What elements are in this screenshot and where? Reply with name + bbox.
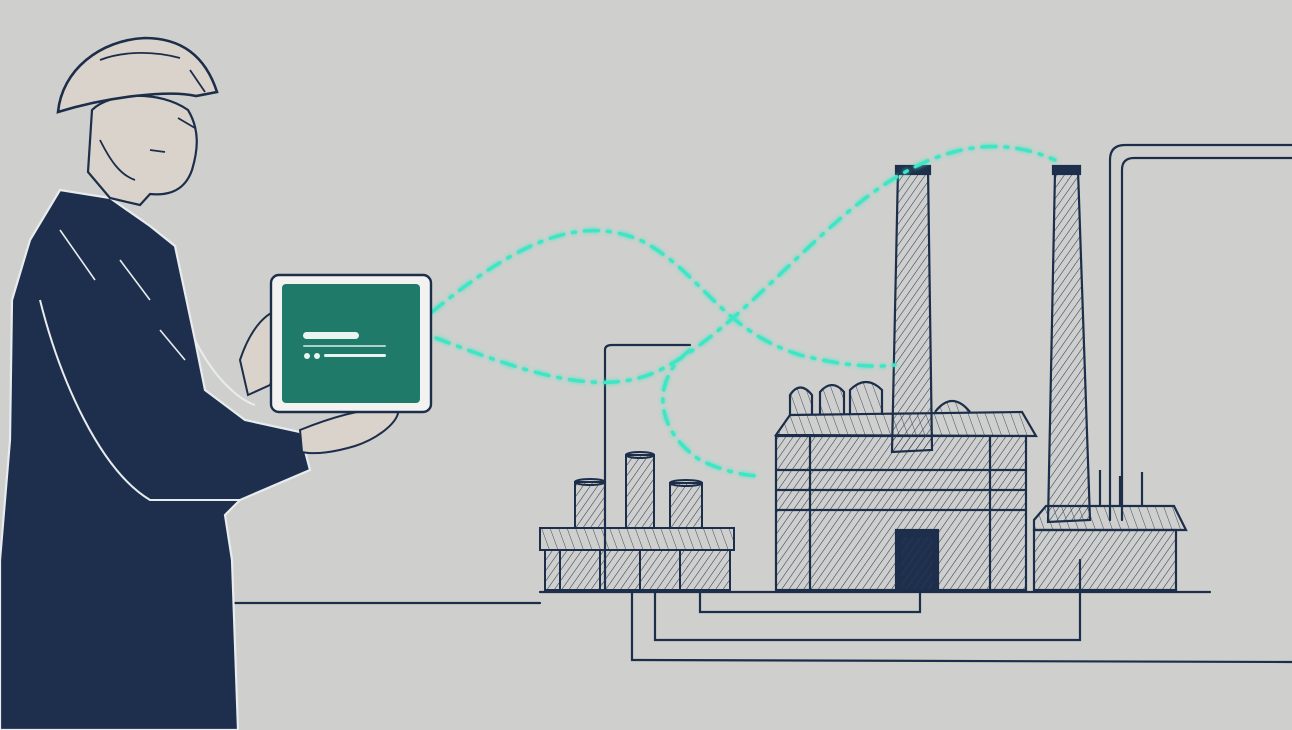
tablet-ui-dot (304, 353, 310, 359)
storage-tanks (539, 451, 735, 591)
hand-bottom (298, 407, 400, 455)
tablet-screen (282, 284, 420, 403)
wifi-data-stream (430, 144, 1057, 478)
worker-figure (0, 36, 400, 730)
factory-icon (773, 164, 1188, 592)
tablet-ui-line (303, 345, 386, 347)
tablet-ui-bar (303, 332, 359, 339)
tablet-ui-dot (314, 353, 320, 359)
tablet-icon (269, 273, 433, 414)
tablet-ui-line (324, 354, 386, 357)
